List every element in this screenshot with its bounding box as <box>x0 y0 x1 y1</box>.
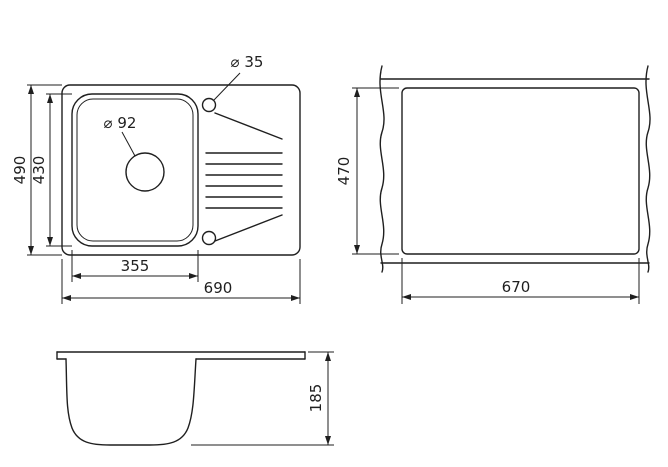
break-line-left <box>379 65 385 273</box>
dim-arrow <box>189 273 198 279</box>
dim-arrow <box>354 245 360 254</box>
drain-hole-leader-line <box>121 131 136 157</box>
dimension-bowl-height: 430 <box>30 93 72 247</box>
drainboard-ribs <box>205 112 283 242</box>
dim-arrow <box>630 294 639 300</box>
dim-label-overall-width: 690 <box>204 279 233 297</box>
dimension-overall-width: 690 <box>61 259 301 304</box>
dim-arrow <box>402 294 411 300</box>
dim-arrow <box>28 246 34 255</box>
dim-arrow <box>325 436 331 445</box>
dim-arrow <box>72 273 81 279</box>
drain-hole-label: ⌀ 92 <box>104 114 137 132</box>
bowl-outline <box>71 93 199 247</box>
dim-arrow <box>325 352 331 361</box>
cutout-outline <box>401 87 640 255</box>
tap-hole-label: ⌀ 35 <box>231 53 264 71</box>
dim-label-depth: 185 <box>307 384 325 413</box>
drain-hole <box>125 152 165 192</box>
dimension-depth: 185 <box>191 351 334 446</box>
rib-diagonal-bottom <box>214 214 283 242</box>
rib-diagonal-top <box>214 112 283 140</box>
sink-outline <box>61 84 301 256</box>
dimension-bowl-width: 355 <box>71 250 199 282</box>
dim-label-cutout-width: 670 <box>502 278 531 296</box>
dim-arrow <box>28 85 34 94</box>
bowl-profile <box>65 358 197 446</box>
dim-arrow <box>354 88 360 97</box>
dimension-overall-height: 490 <box>11 84 62 256</box>
dim-arrow <box>47 237 53 246</box>
dim-label-overall-height: 490 <box>11 156 29 185</box>
break-line-right <box>645 65 651 273</box>
tap-hole-leader-line <box>213 72 241 101</box>
sink-plan-view: ⌀ 92 ⌀ 35 <box>61 53 301 256</box>
tap-hole-bottom <box>201 230 217 246</box>
dim-label-cutout-height: 470 <box>335 157 353 186</box>
tap-hole-top <box>201 97 217 113</box>
countertop-cutout-view <box>379 65 651 273</box>
dimension-cutout-height: 470 <box>335 87 399 255</box>
bowl-inner-edge <box>76 98 194 242</box>
dim-arrow <box>291 295 300 301</box>
dim-arrow <box>47 94 53 103</box>
dim-label-bowl-height: 430 <box>30 156 48 185</box>
sink-section-view <box>56 351 306 446</box>
dim-label-bowl-width: 355 <box>121 257 150 275</box>
dimension-cutout-width: 670 <box>401 258 640 304</box>
dim-arrow <box>62 295 71 301</box>
